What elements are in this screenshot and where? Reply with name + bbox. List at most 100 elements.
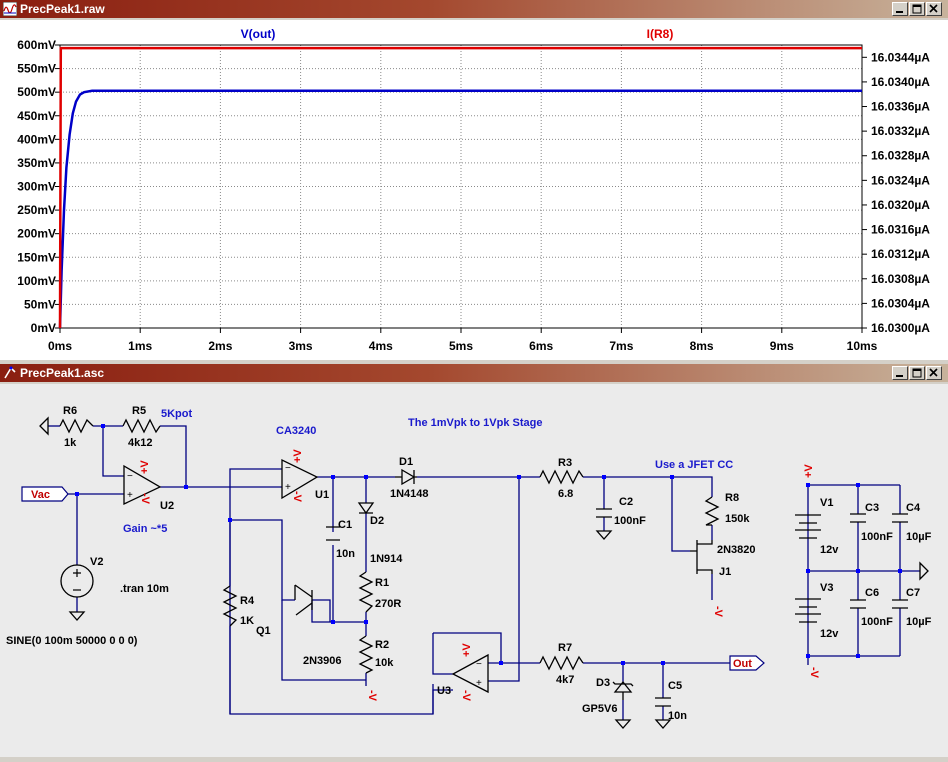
value-c4: 10µF	[906, 531, 932, 543]
label-r3: R3	[558, 457, 572, 469]
minimize-button[interactable]	[892, 2, 908, 16]
right-axis-tick-label: 16.0316µA	[871, 223, 930, 237]
pot-note: 5Kpot	[161, 408, 193, 420]
value-r1: 270R	[375, 598, 401, 610]
value-d2: 1N914	[370, 553, 403, 565]
series-line-1[interactable]	[58, 46, 862, 329]
source-v2	[60, 564, 94, 598]
svg-text:+: +	[127, 490, 133, 501]
resistor-r4	[222, 585, 238, 627]
left-axis-tick-label: 400mV	[17, 132, 56, 146]
right-axis-tick-label: 16.0320µA	[871, 198, 930, 212]
transistor-q1	[294, 584, 313, 616]
value-v3: 12v	[820, 628, 839, 640]
u3-vplus: +V	[461, 643, 473, 657]
x-axis-tick-label: 9ms	[770, 339, 794, 353]
ca3240-note: CA3240	[276, 425, 316, 437]
trace-label-vout[interactable]: V(out)	[241, 27, 276, 41]
stage-note: The 1mVpk to 1Vpk Stage	[408, 417, 542, 429]
resistor-r5	[122, 418, 161, 434]
svg-text:+: +	[476, 678, 482, 689]
components	[39, 416, 929, 729]
schematic-window: PrecPeak1.asc	[0, 364, 948, 757]
minimize-button[interactable]	[892, 366, 908, 380]
schematic-drawing[interactable]: The 1mVpk to 1Vpk Stage Use a JFET CC Ga…	[0, 384, 948, 757]
close-button[interactable]	[926, 2, 942, 16]
right-axis-tick-label: 16.0336µA	[871, 100, 930, 114]
schematic-icon	[4, 366, 16, 379]
ground-d3	[614, 719, 632, 729]
opamp-u2	[123, 464, 162, 506]
value-c6: 100nF	[861, 616, 893, 628]
u1-vminus: -V	[291, 491, 303, 503]
label-j1: J1	[719, 566, 731, 578]
value-r7: 4k7	[556, 674, 574, 686]
value-v1: 12v	[820, 544, 839, 556]
right-axis-tick-label: 16.0340µA	[871, 75, 930, 89]
close-icon	[929, 4, 938, 13]
capacitor-c5	[655, 697, 671, 707]
supply-labels: +V -V +V -V -V +V -V -V +V -V	[139, 449, 820, 702]
value-r4: 1K	[240, 615, 254, 627]
left-axis-tick-label: 250mV	[17, 203, 56, 217]
waveform-chart[interactable]: 600mV550mV500mV450mV400mV350mV300mV250mV…	[0, 20, 948, 360]
left-axis-tick-label: 100mV	[17, 274, 56, 288]
value-c3: 100nF	[861, 531, 893, 543]
resistor-r8	[704, 496, 720, 526]
label-d3: D3	[596, 677, 610, 689]
svg-text:−: −	[476, 659, 482, 670]
junction-nodes	[75, 424, 902, 665]
waveform-icon	[3, 2, 17, 16]
jfet-note: Use a JFET CC	[655, 459, 733, 471]
right-axis-tick-label: 16.0328µA	[871, 149, 930, 163]
trace-label-ir8[interactable]: I(R8)	[647, 27, 674, 41]
waveform-titlebar[interactable]: PrecPeak1.raw	[0, 0, 948, 18]
left-axis-tick-label: 550mV	[17, 62, 56, 76]
label-c4: C4	[906, 502, 921, 514]
resistor-r7	[539, 655, 584, 671]
v1-vplus: +V	[803, 464, 815, 478]
label-u1: U1	[315, 489, 329, 501]
x-axis-tick-label: 10ms	[847, 339, 878, 353]
label-r4: R4	[240, 595, 255, 607]
ground-supply	[919, 561, 929, 581]
net-label-out[interactable]: Out	[733, 658, 752, 670]
label-r8: R8	[725, 492, 739, 504]
opamp-u3	[451, 653, 489, 694]
ground-v2	[68, 611, 86, 621]
right-axis-tick-label: 16.0304µA	[871, 296, 930, 310]
maximize-button[interactable]	[909, 2, 925, 16]
x-axis-tick-label: 6ms	[529, 339, 553, 353]
close-button[interactable]	[926, 366, 942, 380]
label-c3: C3	[865, 502, 879, 514]
left-axis-tick-label: 50mV	[24, 297, 56, 311]
label-c2: C2	[619, 496, 633, 508]
right-axis-tick-label: 16.0300µA	[871, 321, 930, 335]
opamp-u1	[281, 458, 319, 500]
left-axis-tick-label: 200mV	[17, 227, 56, 241]
left-axis-tick-label: 350mV	[17, 156, 56, 170]
schematic-titlebar[interactable]: PrecPeak1.asc	[0, 364, 948, 382]
maximize-button[interactable]	[909, 366, 925, 380]
label-v3: V3	[820, 582, 833, 594]
value-r2: 10k	[375, 657, 394, 669]
capacitor-c1	[326, 526, 340, 541]
left-axis-tick-label: 0mV	[31, 321, 56, 335]
resistor-r2	[358, 635, 374, 674]
right-axis-tick-label: 16.0332µA	[871, 124, 930, 138]
series-line-0[interactable]	[58, 89, 862, 329]
resistor-r6	[59, 418, 94, 434]
close-icon	[929, 368, 938, 377]
schematic-window-title: PrecPeak1.asc	[20, 366, 105, 380]
x-axis-tick-label: 8ms	[690, 339, 714, 353]
x-axis-tick-label: 4ms	[369, 339, 393, 353]
maximize-icon	[912, 4, 922, 14]
label-r2: R2	[375, 639, 389, 651]
schematic-canvas[interactable]: The 1mVpk to 1Vpk Stage Use a JFET CC Ga…	[0, 384, 948, 757]
ground-c2	[595, 530, 613, 540]
net-label-vac[interactable]: Vac	[31, 489, 50, 501]
value-d1: 1N4148	[390, 488, 429, 500]
maximize-icon	[912, 368, 922, 378]
